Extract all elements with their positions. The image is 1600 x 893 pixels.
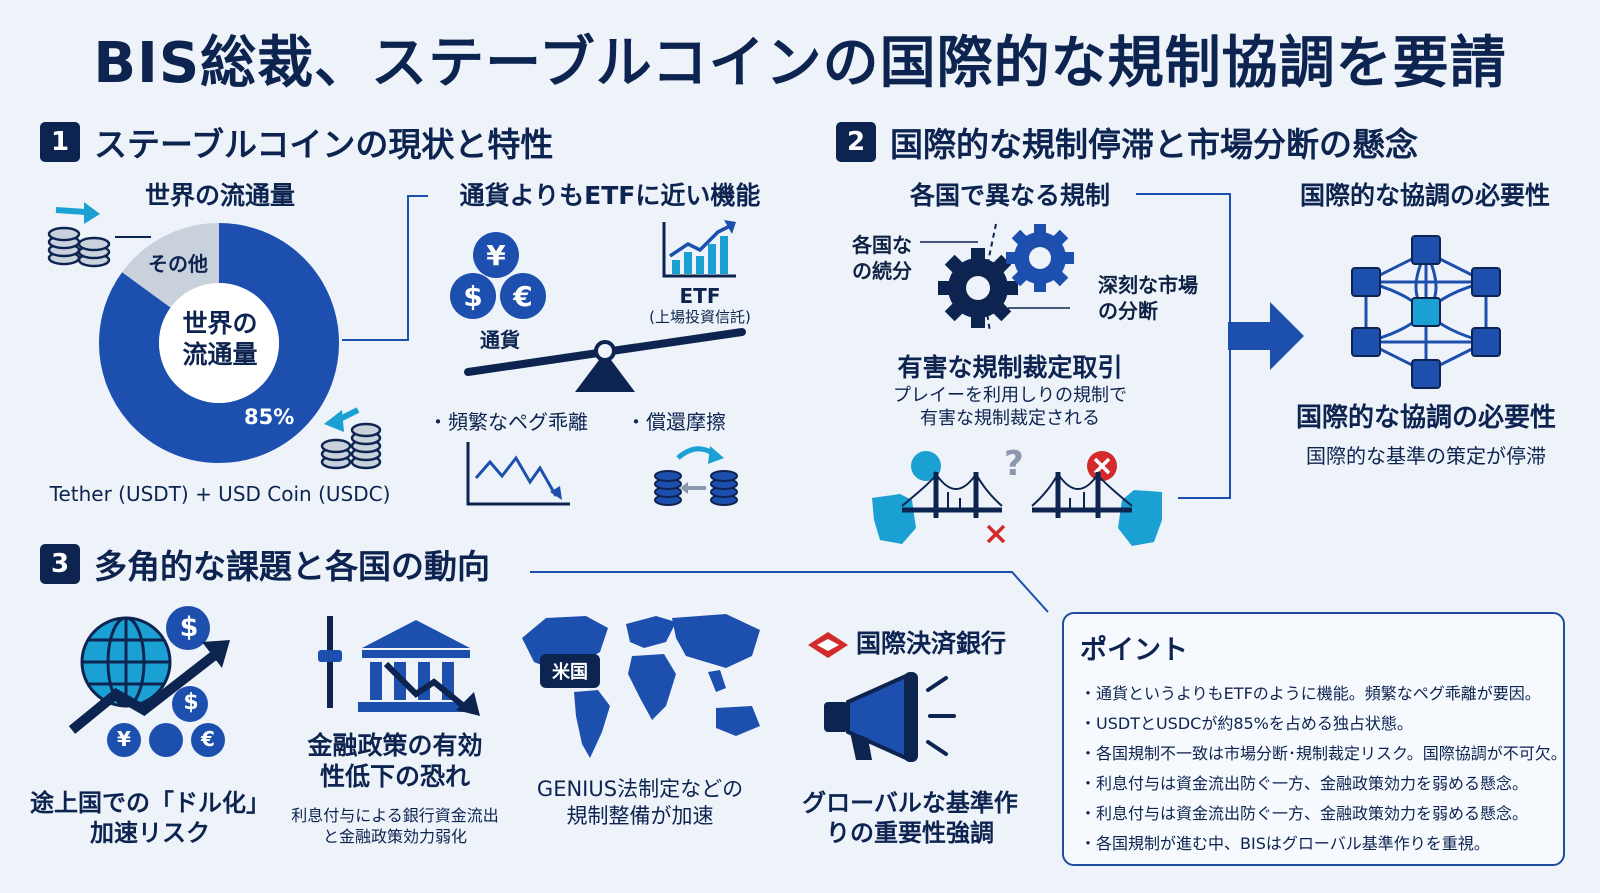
bullet-redemption-friction: ・償還摩擦 (626, 410, 726, 434)
dollarization-globe-icon (68, 606, 230, 757)
points-box: ポイント ・通貨というよりもETFのように機能。頻繁なペグ乖離が要因。 ・USD… (1062, 612, 1567, 866)
donut-center-line2: 流通量 (182, 340, 258, 370)
monetary-policy-subtitle: 利息付与による銀行資金流出 と金融政策効力弱化 (276, 806, 514, 848)
dollar-coin-icon: $ (450, 273, 496, 319)
fragmentation-line2: の分断 (1098, 299, 1158, 323)
section1-heading: 1 ステーブルコインの現状と特性 (40, 118, 553, 166)
section3-title: 多角的な課題と各国の動向 (94, 547, 490, 586)
point-item-5: ・利息付与は資金流出防ぐ一方、金融政策効力を弱める懸念。 (1080, 804, 1529, 823)
yen-sign-icon: ¥ (117, 727, 131, 751)
seesaw-balance-icon (464, 328, 746, 392)
donut-usdt-usdc-slice (99, 223, 339, 463)
bullet-peg-deviation: ・頻繁なペグ乖離 (428, 410, 588, 434)
global-standards-label: グローバルな基準作 りの重要性強調 (790, 788, 1030, 848)
global-std-line1: グローバルな基準作 (802, 789, 1018, 817)
policy-sub-line1: 利息付与による銀行資金流出 (291, 806, 499, 825)
circulation-donut-chart (99, 223, 339, 463)
donut-others-label: その他 (148, 252, 208, 276)
circulation-title: 世界の流通量 (144, 181, 295, 210)
point-item-2: ・USDTとUSDCが約85%を占める独占状態。 (1080, 714, 1413, 733)
yen-coin-icon: ¥ (473, 232, 519, 278)
donut-center-label: 世界の 流通量 (170, 308, 270, 371)
etf-label: ETF (679, 284, 721, 308)
continuation-line1: 各国な (852, 233, 912, 257)
policy-sub-line2: と金融政策効力弱化 (322, 826, 467, 846)
etf-subtitle: (上場投資信託) (649, 308, 751, 326)
gears-icon (920, 223, 1074, 333)
dollar-sign-icon-2: $ (183, 690, 199, 715)
fragmentation-label: 深刻な市場 の分断 (1098, 272, 1198, 324)
currency-label: 通貨 (480, 328, 520, 352)
others-leader-line (115, 236, 151, 238)
arbitrage-desc-line1: プレイーを利用しりの規制で (893, 385, 1127, 406)
coordination-stalled-text: 国際的な基準の策定が停滞 (1306, 444, 1546, 468)
section3-heading: 3 多角的な課題と各国の動向 (40, 540, 490, 588)
point-item-1: ・通貨というよりもETFのように機能。頻繁なペグ乖離が要因。 (1080, 684, 1541, 703)
page-title: BIS総裁、ステーブルコインの国際的な規制協調を要請 (93, 31, 1507, 96)
donut-etf-connector (342, 195, 428, 341)
continuation-line2: の続分 (852, 259, 912, 283)
donut-share-label: 85% (244, 405, 295, 429)
dollar-sign-icon-1: $ (179, 612, 199, 643)
dollarization-line2: 加速リスク (90, 819, 210, 847)
policy-title-line2: 性低下の恐れ (319, 762, 470, 792)
genius-act-label: GENIUS法制定などの 規制整備が加速 (520, 776, 760, 831)
coordination-need-title: 国際的な協調の必要性 (1295, 403, 1556, 433)
network-cooperation-icon (1351, 235, 1501, 389)
redemption-swap-icon (654, 446, 738, 506)
point-item-4: ・利息付与は資金流出防ぐ一方、金融政策効力を弱める懸念。 (1080, 774, 1529, 793)
section1-number: 1 (40, 122, 80, 162)
bis-name: 国際決済銀行 (856, 629, 1007, 658)
point-item-6: ・各国規制が進む中、BISはグローバル基準作りを重視。 (1080, 834, 1490, 853)
euro-sign-icon: € (201, 727, 215, 751)
arbitrage-description: プレイーを利用しりの規制で 有害な規制裁定される (860, 384, 1160, 431)
peg-deviation-chart-icon (466, 442, 570, 506)
bank-decline-icon (318, 616, 480, 716)
different-regulations-title: 各国で異なる規制 (909, 181, 1110, 210)
us-label: 米国 (552, 662, 588, 683)
arbitrage-desc-line2: 有害な規制裁定される (920, 408, 1100, 430)
dollarization-line1: 途上国での「ドル化」 (30, 789, 270, 817)
section3-connector-line (530, 571, 1049, 613)
global-std-line2: りの重要性強調 (826, 819, 994, 847)
coordination-title: 国際的な協調の必要性 (1299, 181, 1550, 210)
section2-heading: 2 国際的な規制停滞と市場分断の懸念 (836, 118, 1418, 166)
genius-line1: GENIUS法制定などの (536, 777, 744, 801)
right-arrow-icon (1228, 302, 1304, 370)
fragmentation-line1: 深刻な市場 (1098, 273, 1198, 297)
points-title: ポイント (1080, 635, 1188, 666)
section2-number: 2 (836, 122, 876, 162)
bis-logo-icon (808, 632, 848, 658)
section2-title: 国際的な規制停滞と市場分断の懸念 (890, 125, 1418, 164)
dollarization-risk-label: 途上国での「ドル化」 加速リスク (30, 788, 270, 848)
donut-center-line1: 世界の (182, 309, 258, 338)
tether-usdc-label: Tether (USDT) + USD Coin (USDC) (49, 482, 391, 506)
coins-outflow-icon (320, 407, 382, 470)
world-map-icon (522, 614, 760, 758)
megaphone-icon (824, 672, 956, 762)
question-mark: ? (1004, 444, 1024, 484)
etf-title: 通貨よりもETFに近い機能 (459, 181, 761, 210)
point-item-3: ・各国規制不一致は市場分断･規制裁定リスク。国際協調が不可欠。 (1080, 744, 1567, 763)
broken-bridge-icon (872, 451, 1162, 546)
section1-title: ステーブルコインの現状と特性 (94, 125, 554, 164)
euro-coin-icon: € (500, 273, 546, 319)
continuation-label: 各国な の続分 (852, 232, 912, 284)
etf-chart-icon (662, 220, 736, 278)
monetary-policy-title: 金融政策の有効 性低下の恐れ (290, 730, 500, 793)
section3-number: 3 (40, 544, 80, 584)
arbitrage-title: 有害な規制裁定取引 (897, 353, 1123, 382)
coins-inflow-icon (47, 202, 111, 268)
genius-line2: 規制整備が加速 (566, 804, 714, 829)
policy-title-line1: 金融政策の有効 (307, 731, 483, 760)
